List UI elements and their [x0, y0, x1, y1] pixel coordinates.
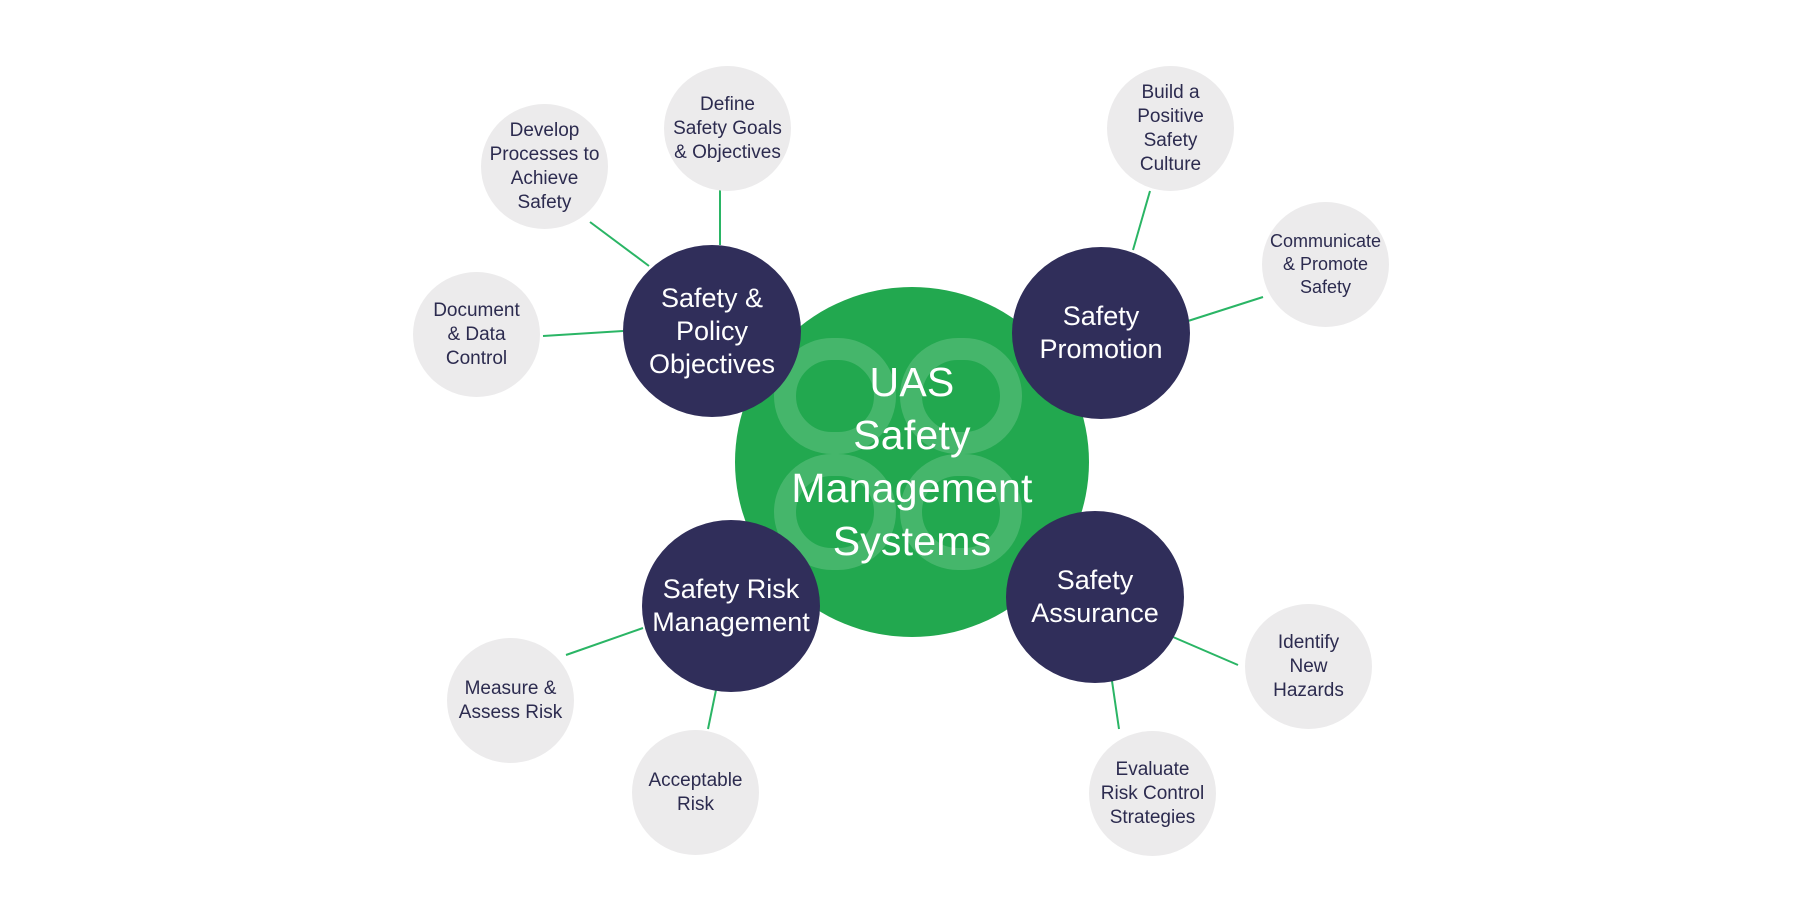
leaf-evaluate-risk-control: Evaluate Risk Control Strategies: [1089, 731, 1216, 856]
leaf-label: Acceptable Risk: [648, 769, 743, 815]
pillar-safety-policy-objectives: Safety & Policy Objectives: [623, 245, 801, 417]
connector-assurance-evaluate: [1111, 680, 1120, 730]
connector-assurance-hazards: [1172, 636, 1239, 666]
leaf-label: Measure & Assess Risk: [458, 677, 563, 723]
leaf-label: Evaluate Risk Control Strategies: [1100, 758, 1205, 828]
leaf-label: Define Safety Goals & Objectives: [673, 93, 782, 163]
pillar-label: Safety Risk Management: [652, 574, 810, 637]
leaf-label: Build a Positive Safety Culture: [1137, 81, 1204, 175]
hub-title: UAS Safety Management Systems: [791, 359, 1033, 564]
pillar-label: Safety Assurance: [1031, 565, 1159, 628]
leaf-identify-new-hazards: Identify New Hazards: [1245, 604, 1372, 729]
pillar-label: Safety Promotion: [1039, 301, 1163, 364]
leaf-label: Identify New Hazards: [1273, 631, 1344, 701]
leaf-document-data-control: Document & Data Control: [413, 272, 540, 397]
leaf-communicate-promote: Communicate & Promote Safety: [1262, 202, 1389, 327]
leaf-acceptable-risk: Acceptable Risk: [632, 730, 759, 855]
pillar-safety-assurance: Safety Assurance: [1006, 511, 1184, 683]
connector-promotion-culture: [1132, 190, 1151, 251]
chain-link-watermark-icon: [774, 338, 1022, 570]
pillar-safety-promotion: Safety Promotion: [1012, 247, 1190, 419]
leaf-label: Document & Data Control: [433, 299, 520, 369]
pillar-label: Safety & Policy Objectives: [648, 282, 776, 379]
connector-promotion-communicate: [1187, 296, 1264, 322]
leaf-develop-processes: Develop Processes to Achieve Safety: [481, 104, 608, 229]
connector-risk-measure: [565, 627, 644, 656]
leaf-measure-assess-risk: Measure & Assess Risk: [447, 638, 574, 763]
leaf-build-positive-culture: Build a Positive Safety Culture: [1107, 66, 1234, 191]
connector-risk-acceptable: [707, 689, 717, 730]
connector-policy-document: [542, 330, 624, 337]
leaf-define-safety-goals: Define Safety Goals & Objectives: [664, 66, 791, 191]
pillar-safety-risk-management: Safety Risk Management: [642, 520, 820, 692]
connector-policy-processes: [589, 221, 650, 267]
leaf-label: Communicate & Promote Safety: [1269, 231, 1382, 297]
leaf-label: Develop Processes to Achieve Safety: [489, 119, 600, 213]
